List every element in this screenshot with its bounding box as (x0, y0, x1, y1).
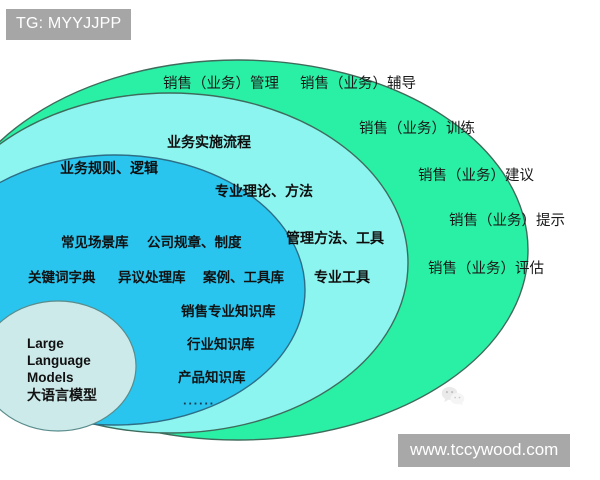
outer-label-sales-training: 销售（业务）训练 (359, 121, 475, 137)
inner-label-objection-handling: 异议处理库 (118, 270, 186, 285)
core-line-large: Large (27, 336, 64, 351)
inner-label-ellipsis: ······ (183, 396, 215, 411)
outer-label-sales-evaluation: 销售（业务）评估 (428, 261, 544, 277)
inner-label-sales-knowledge-base: 销售专业知识库 (181, 304, 276, 319)
site-watermark: www.tccywood.com (398, 434, 571, 467)
inner-label-product-knowledge-base: 产品知识库 (178, 370, 246, 385)
middle-label-management-methods: 管理方法、工具 (286, 230, 384, 246)
inner-label-common-scenarios: 常见场景库 (61, 235, 129, 250)
outer-label-sales-prompt: 销售（业务）提示 (449, 213, 565, 229)
core-line-models: Models (27, 369, 74, 385)
middle-label-professional-tools: 专业工具 (314, 269, 370, 285)
outer-label-sales-advice: 销售（业务）建议 (418, 168, 534, 184)
inner-label-company-regulations: 公司规章、制度 (147, 235, 242, 250)
outer-label-sales-management: 销售（业务）管理 (163, 76, 279, 92)
middle-label-professional-theory: 专业理论、方法 (215, 183, 313, 199)
core-ellipse-shape (0, 300, 137, 432)
tg-badge: TG: MYYJJPP (6, 9, 132, 40)
middle-label-business-rules: 业务规则、逻辑 (60, 160, 158, 176)
inner-label-keyword-dictionary: 关键词字典 (28, 270, 96, 285)
core-line-language: Language (27, 352, 91, 368)
wechat-icon (441, 386, 465, 406)
inner-label-cases-toolbox: 案例、工具库 (203, 270, 284, 285)
core-label-large: Large Language Models 大语言模型 (27, 336, 97, 404)
inner-label-industry-knowledge-base: 行业知识库 (187, 337, 255, 352)
core-line-chinese: 大语言模型 (27, 386, 97, 403)
outer-label-sales-coaching: 销售（业务）辅导 (300, 76, 416, 92)
middle-label-business-process: 业务实施流程 (167, 134, 251, 150)
